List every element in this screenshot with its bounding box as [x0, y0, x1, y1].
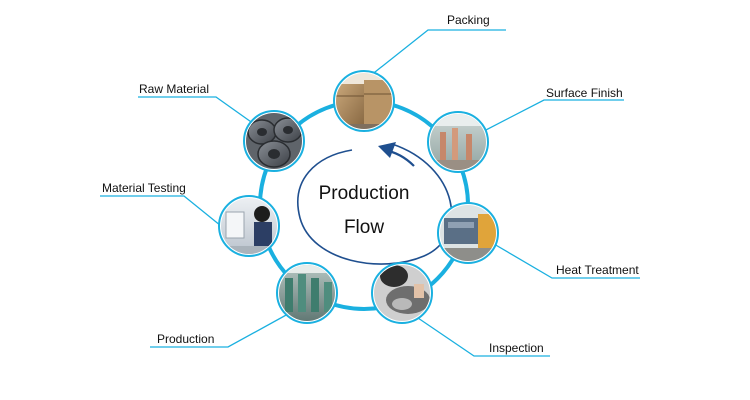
- leader-packing: [369, 29, 506, 77]
- center-title-line-1: Production: [318, 183, 410, 204]
- leader-inspection: [417, 317, 550, 357]
- leader-heat-treatment: [493, 243, 640, 279]
- heat-treatment-photo: [437, 202, 499, 264]
- center-swoosh: [297, 143, 453, 265]
- production-photo: [276, 262, 338, 324]
- leader-surface-finish: [481, 99, 624, 133]
- step-label-production: Production: [157, 332, 215, 346]
- step-label-raw-material: Raw Material: [139, 82, 210, 96]
- step-label-inspection: Inspection: [489, 341, 544, 355]
- packing-photo: [333, 70, 395, 132]
- step-label-material-testing: Material Testing: [102, 181, 186, 195]
- center-title-line-2: Flow: [343, 217, 385, 238]
- step-label-heat-treatment: Heat Treatment: [556, 263, 639, 277]
- leader-material-testing: [100, 195, 227, 231]
- leader-production: [150, 313, 289, 348]
- material-testing-photo: [218, 195, 280, 257]
- inspection-photo: [371, 262, 433, 324]
- center-arrowhead: [378, 142, 396, 158]
- step-label-surface-finish: Surface Finish: [546, 86, 623, 100]
- step-label-packing: Packing: [447, 13, 490, 27]
- surface-finish-photo: [427, 111, 489, 173]
- raw-material-photo: [243, 110, 305, 172]
- leader-raw-material: [138, 96, 255, 125]
